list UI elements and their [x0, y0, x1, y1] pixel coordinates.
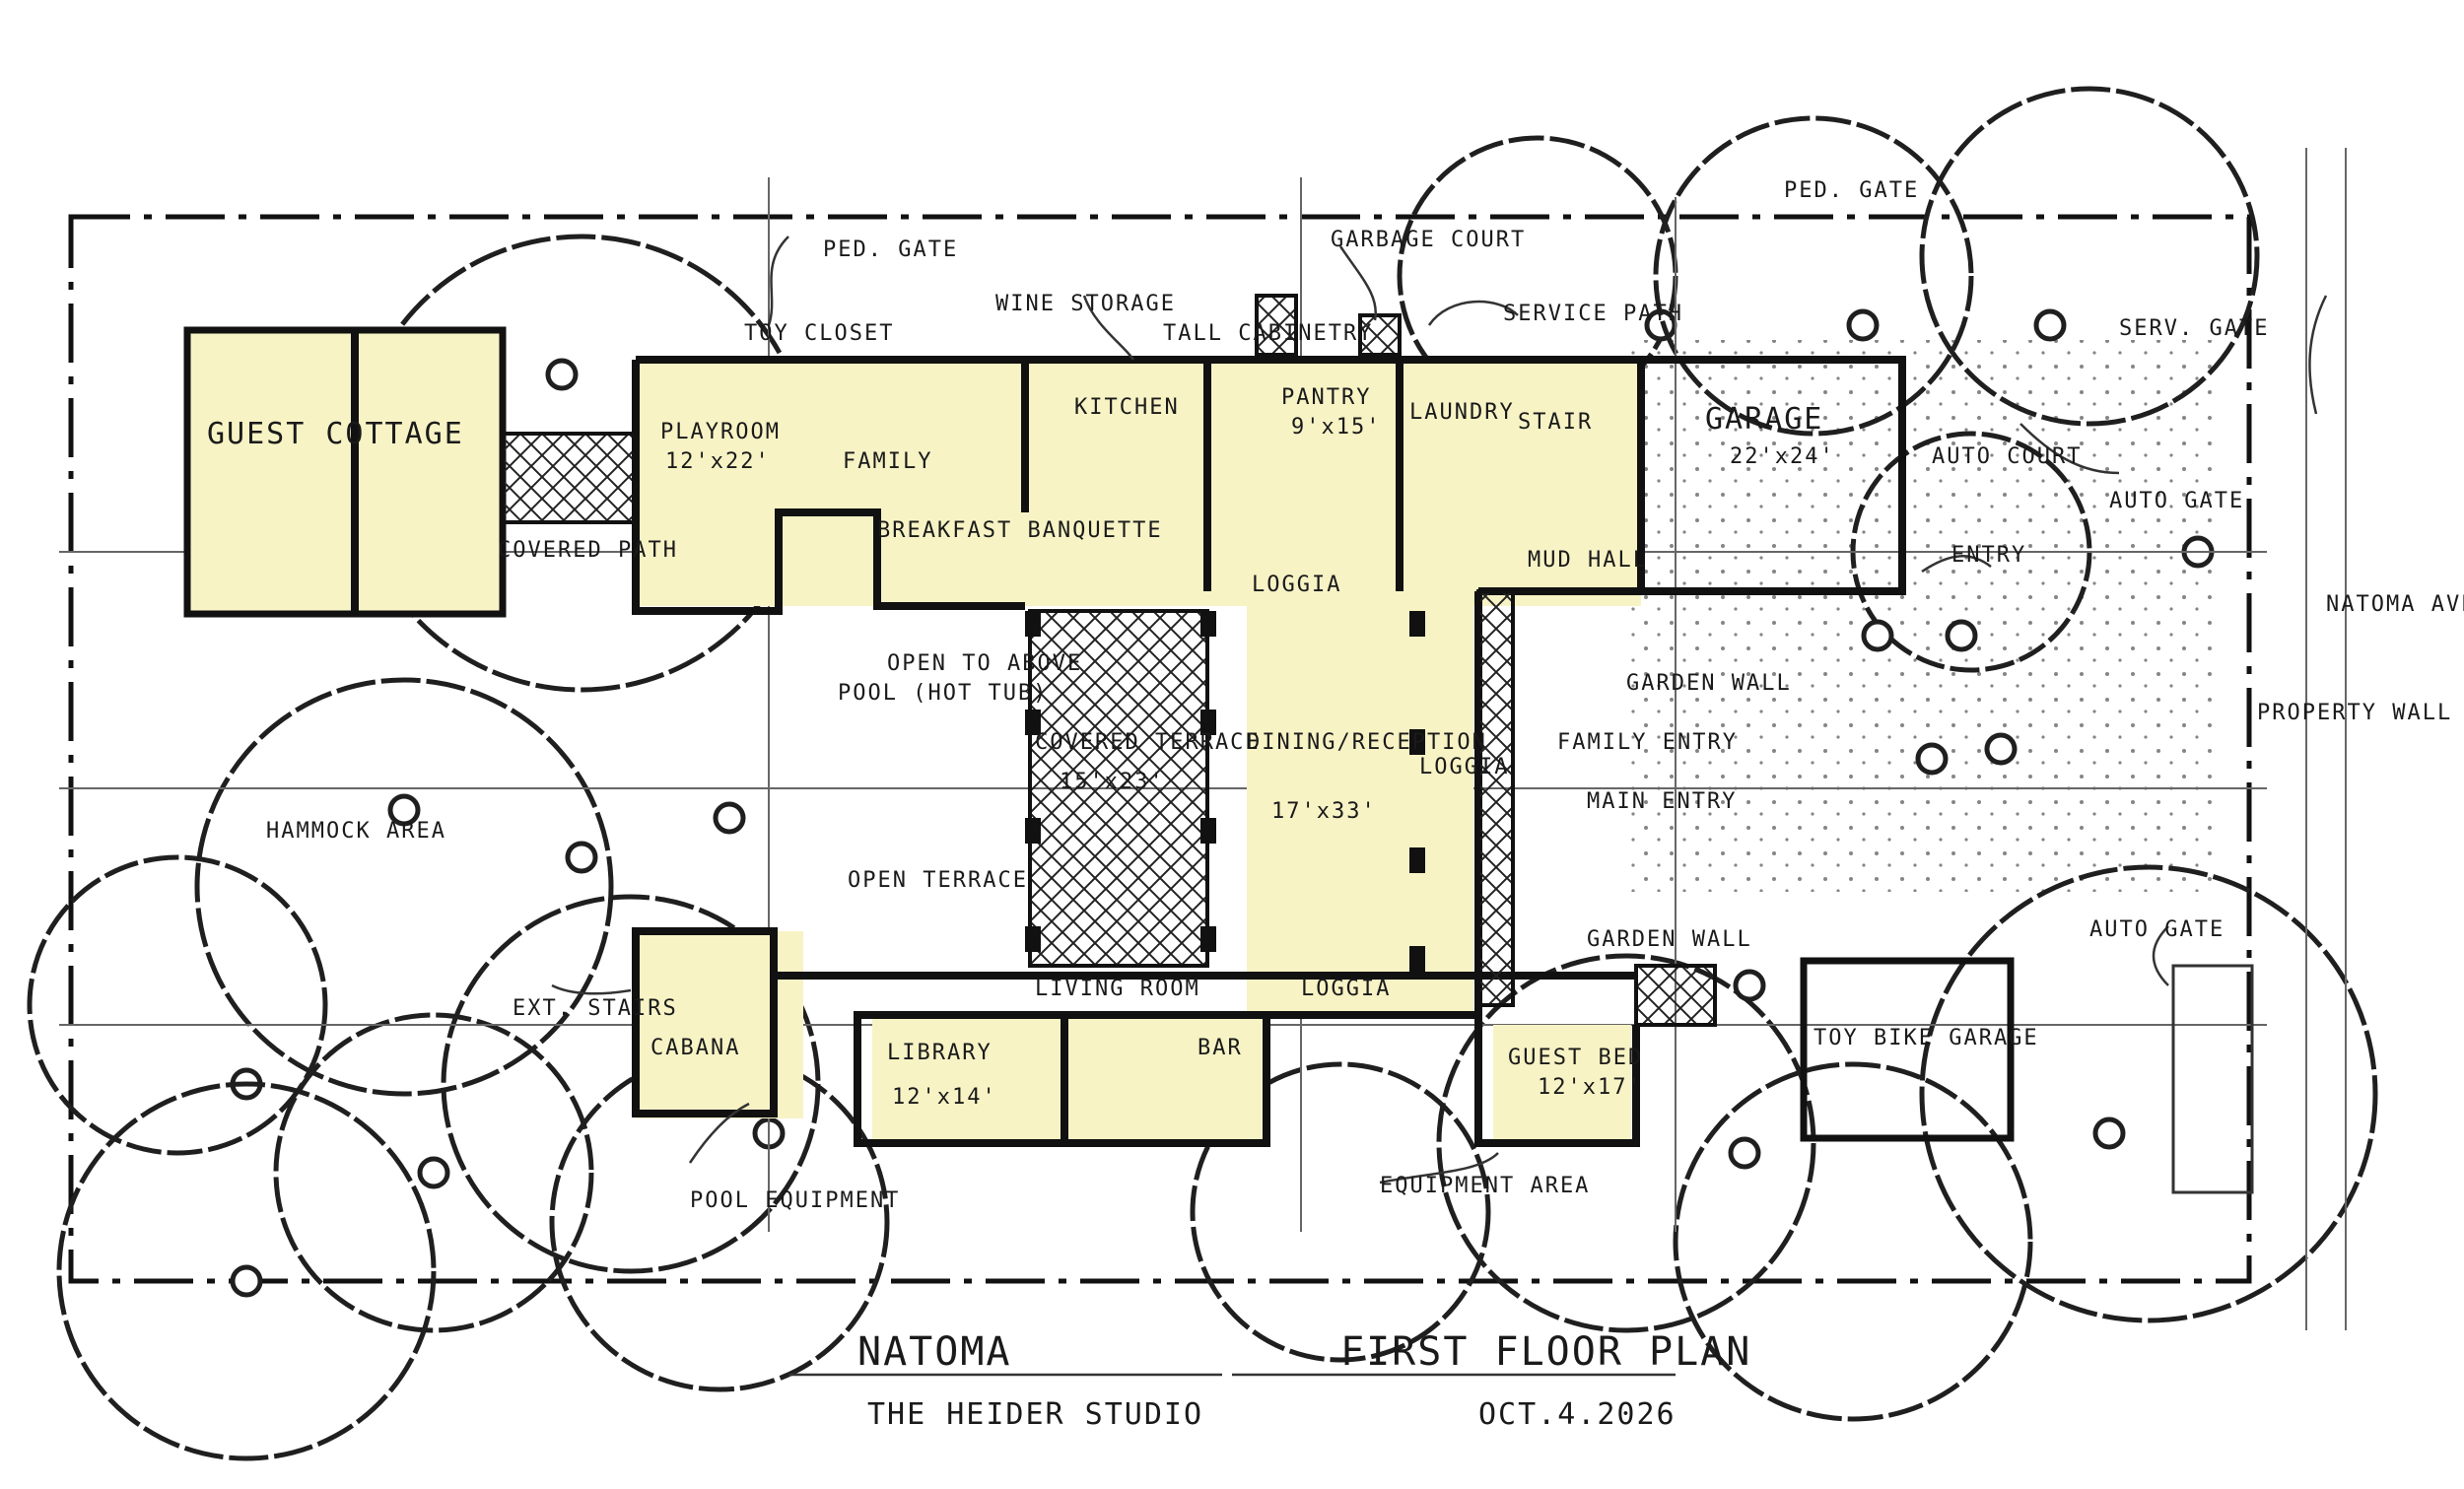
- room-labels: GUEST COTTAGE COVERED PATH PLAYROOM 12'x…: [207, 178, 2464, 1213]
- label-open-to-above: OPEN TO ABOVE: [887, 651, 1082, 676]
- title-block: NATOMA FIRST FLOOR PLAN THE HEIDER STUDI…: [788, 1329, 1751, 1432]
- label-main-entry: MAIN ENTRY: [1587, 789, 1737, 814]
- label-covered-terrace-size: 15'x23': [1060, 770, 1165, 794]
- title-project: NATOMA: [857, 1329, 1012, 1375]
- label-auto-gate-top: AUTO GATE: [2109, 489, 2244, 513]
- annotation-arrows: [551, 236, 2328, 1184]
- label-guest-cottage: GUEST COTTAGE: [207, 417, 464, 451]
- label-breakfast: BREAKFAST BANQUETTE: [877, 518, 1163, 543]
- label-property-wall: PROPERTY WALL: [2257, 701, 2452, 725]
- label-garbage-court: GARBAGE COURT: [1331, 228, 1526, 252]
- label-mud-hall: MUD HALL: [1528, 548, 1648, 573]
- auto-court-stipple: [1626, 340, 2218, 892]
- label-loggia-top: LOGGIA: [1252, 573, 1341, 597]
- label-pantry: PANTRY: [1281, 385, 1371, 410]
- label-pantry-size: 9'x15': [1291, 415, 1381, 440]
- label-natoma-ave: NATOMA AVE.: [2326, 592, 2464, 617]
- label-guest-bed: GUEST BED: [1508, 1046, 1643, 1070]
- label-pool-equipment: POOL EQUIPMENT: [690, 1188, 900, 1213]
- label-bar: BAR: [1198, 1036, 1243, 1060]
- main-house: [632, 356, 1906, 1147]
- label-ped-gate-right: PED. GATE: [1784, 178, 1919, 203]
- label-auto-gate-bottom: AUTO GATE: [2089, 917, 2224, 942]
- label-dining: DINING/RECEPTION: [1247, 730, 1487, 755]
- label-guest-bed-size: 12'x17': [1538, 1075, 1643, 1100]
- title-firm: THE HEIDER STUDIO: [867, 1397, 1203, 1432]
- covered-path: [501, 432, 638, 524]
- label-library: LIBRARY: [887, 1041, 992, 1065]
- label-loggia-right: LOGGIA: [1419, 755, 1509, 779]
- label-stair: STAIR: [1518, 410, 1593, 435]
- label-serv-gate: SERV. GATE: [2119, 316, 2269, 341]
- label-cabana: CABANA: [650, 1036, 740, 1060]
- label-covered-terrace: COVERED TERRACE: [1035, 730, 1261, 755]
- title-drawing: FIRST FLOOR PLAN: [1340, 1329, 1751, 1375]
- label-entry: ENTRY: [1951, 543, 2026, 568]
- label-toy-bike-garage: TOY BIKE GARAGE: [1814, 1026, 2039, 1050]
- label-service-path: SERVICE PATH: [1503, 302, 1683, 326]
- columns: [1025, 611, 1425, 972]
- label-toy-closet: TOY CLOSET: [744, 321, 894, 346]
- label-laundry: LAUNDRY: [1409, 400, 1515, 425]
- label-garden-wall-bottom: GARDEN WALL: [1587, 927, 1752, 952]
- label-family: FAMILY: [843, 449, 932, 474]
- guest-cottage: [183, 326, 507, 618]
- title-date: OCT.4.2026: [1478, 1397, 1677, 1432]
- label-playroom: PLAYROOM: [660, 420, 781, 444]
- label-garage: GARAGE: [1705, 402, 1823, 437]
- label-loggia-bottom: LOGGIA: [1301, 977, 1391, 1001]
- label-living-room: LIVING ROOM: [1035, 977, 1200, 1001]
- label-garden-wall-top: GARDEN WALL: [1626, 671, 1792, 696]
- property-line: [68, 214, 2252, 1284]
- label-garage-size: 22'x24': [1730, 444, 1835, 469]
- label-hammock: HAMMOCK AREA: [266, 819, 446, 844]
- label-family-entry: FAMILY ENTRY: [1557, 730, 1738, 755]
- label-ext-stairs: EXT. STAIRS: [513, 996, 678, 1021]
- label-auto-court: AUTO COURT: [1932, 444, 2082, 469]
- label-equipment-area: EQUIPMENT AREA: [1380, 1174, 1590, 1198]
- label-pool: POOL (HOT TUB): [838, 681, 1048, 706]
- label-library-size: 12'x14': [892, 1085, 997, 1110]
- label-kitchen: KITCHEN: [1074, 395, 1180, 420]
- label-covered-path: COVERED PATH: [498, 538, 678, 563]
- label-playroom-size: 12'x22': [665, 449, 771, 474]
- label-tall-cabinetry: TALL CABINETRY: [1163, 321, 1373, 346]
- label-ped-gate-left: PED. GATE: [823, 237, 958, 262]
- label-dining-size: 17'x33': [1271, 799, 1377, 824]
- label-open-terrace: OPEN TERRACE: [848, 868, 1028, 893]
- covered-terrace: [1028, 609, 1209, 968]
- label-wine-storage: WINE STORAGE: [995, 292, 1176, 316]
- toy-bike-garage: [1800, 957, 2015, 1142]
